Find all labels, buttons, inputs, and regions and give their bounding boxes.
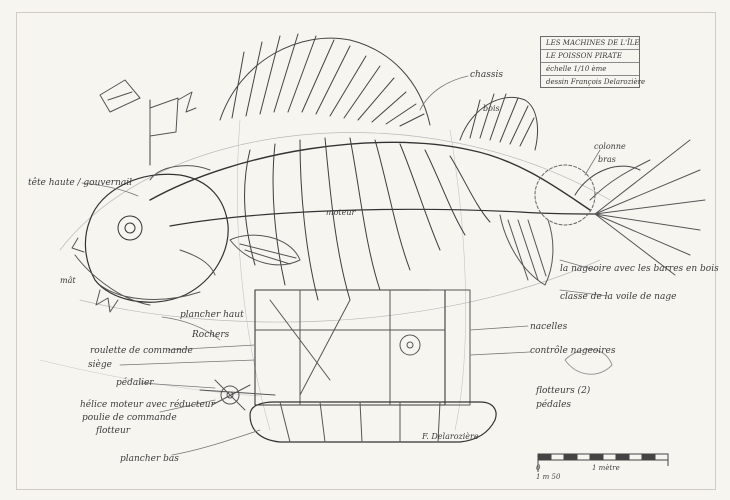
title-block-rule <box>541 62 639 63</box>
label-classe: classe de la voile de nage <box>560 292 677 302</box>
sheet-frame <box>16 12 716 490</box>
title-block-line3: échelle 1/10 ème <box>546 65 607 73</box>
title-block-line4: dessin François Delarozière <box>546 78 646 86</box>
title-block-line2: LE POISSON PIRATE <box>546 52 622 60</box>
label-controle: contrôle nageoires <box>530 346 616 356</box>
label-moteur: moteur <box>326 208 356 217</box>
signature: F. Delarozière <box>422 432 479 441</box>
label-chassis: chassis <box>470 70 503 80</box>
label-siege: siège <box>88 360 112 370</box>
label-roulette: roulette de commande <box>90 346 193 356</box>
title-block: LES MACHINES DE L'ÎLE LE POISSON PIRATE … <box>540 36 645 88</box>
label-nageoire-queue: la nageoire avec les barres en bois <box>560 264 719 274</box>
scale-sub: 1 m 50 <box>536 473 561 481</box>
label-helice: hélice moteur avec réducteur <box>80 400 215 410</box>
label-rockers: Rochers <box>192 330 230 340</box>
label-mat: mât <box>60 276 76 285</box>
label-tete: tête haute / gouvernail <box>28 178 133 188</box>
label-plancher-bas: plancher bas <box>120 454 179 464</box>
scale-bar-graphic <box>537 453 669 472</box>
label-poulie: poulie de commande <box>82 413 177 423</box>
scale-bar: 0 1 mètre 1 m 50 <box>536 452 686 482</box>
label-pedales: pédales <box>536 400 572 410</box>
label-colonne: colonne <box>594 142 626 151</box>
scale-label: 1 mètre <box>592 464 620 472</box>
label-bois: bois <box>483 104 500 113</box>
scale-start: 0 <box>536 464 541 472</box>
title-block-line1: LES MACHINES DE L'ÎLE <box>546 39 640 47</box>
label-pedalier: pédalier <box>116 378 154 388</box>
label-flotteurs: flotteurs (2) <box>536 386 591 396</box>
title-block-rule <box>541 49 639 50</box>
label-flotteur: flotteur <box>96 426 131 436</box>
label-bras: bras <box>598 155 616 164</box>
label-plancher-haut: plancher haut <box>180 310 244 320</box>
title-block-rule <box>541 75 639 76</box>
label-nacelles: nacelles <box>530 322 568 332</box>
